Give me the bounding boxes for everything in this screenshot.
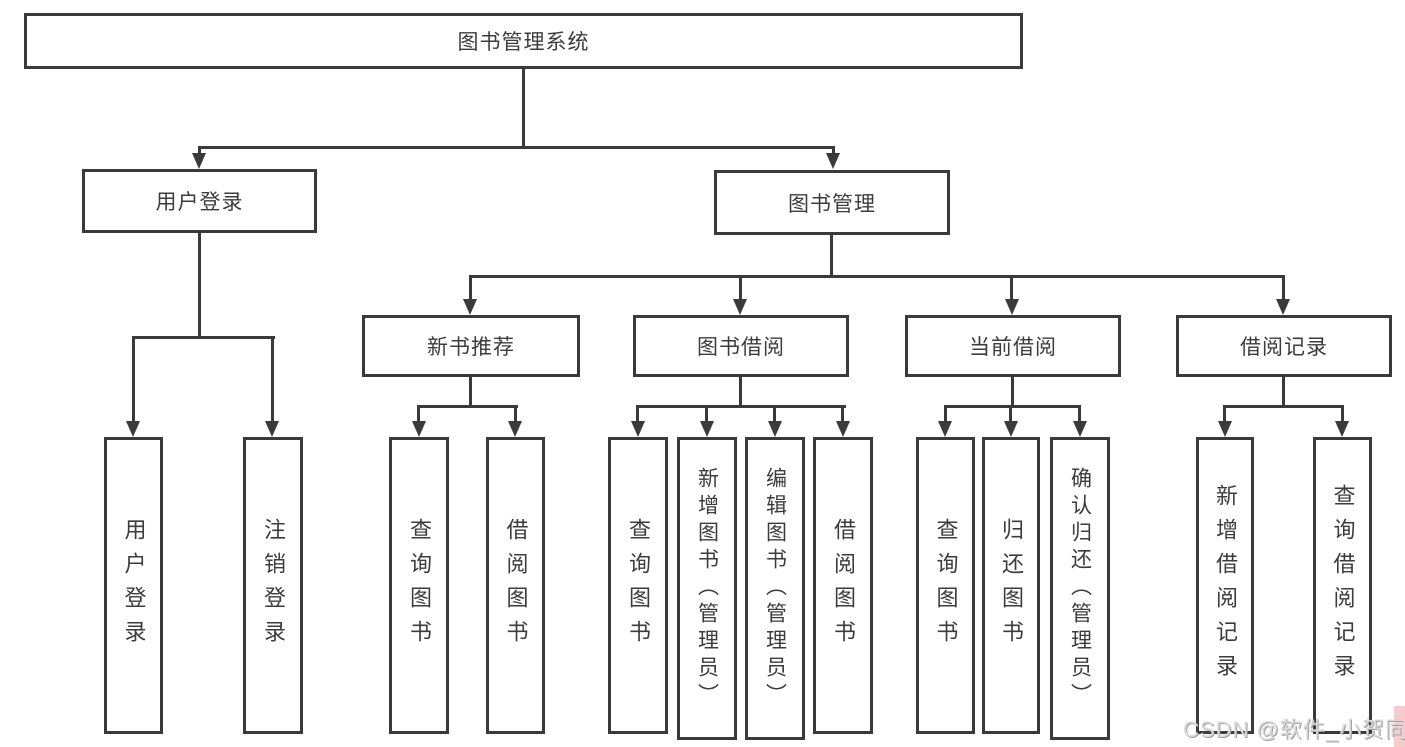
leaf-query-books-current-label: 查询图书 — [933, 517, 959, 654]
leaf-borrow-books: 借阅图书 — [813, 437, 873, 734]
leaf-logout: 注销登录 — [243, 437, 303, 734]
arrowhead-down-icon — [463, 299, 477, 315]
leaf-query-borrow-record-label: 查询借阅记录 — [1330, 483, 1356, 688]
connector-line — [417, 405, 518, 408]
leaf-add-borrow-record: 新增借阅记录 — [1196, 437, 1254, 734]
connector-line — [1078, 405, 1081, 423]
arrowhead-down-icon — [1004, 421, 1018, 437]
leaf-query-books-recommend-label: 查询图书 — [407, 517, 432, 654]
node-new-book-recommend: 新书推荐 — [362, 315, 580, 377]
arrowhead-down-icon — [1005, 299, 1019, 315]
leaf-edit-book-admin: 编辑图书（管理员） — [745, 437, 805, 740]
connector-line — [271, 336, 274, 424]
node-book-management: 图书管理 — [714, 170, 950, 235]
connector-line — [1011, 377, 1014, 405]
arrowhead-down-icon — [1276, 299, 1290, 315]
connector-line — [1009, 405, 1012, 423]
leaf-borrow-books-label: 借阅图书 — [831, 517, 856, 654]
arrowhead-down-icon — [1218, 421, 1232, 437]
connector-line — [132, 336, 135, 424]
leaf-user-login-label: 用户登录 — [121, 517, 147, 654]
leaf-query-books-current: 查询图书 — [916, 437, 975, 734]
node-root-label: 图书管理系统 — [457, 31, 590, 54]
arrowhead-down-icon — [192, 153, 206, 169]
arrowhead-down-icon — [631, 421, 645, 437]
arrowhead-down-icon — [768, 421, 782, 437]
node-book-management-label: 图书管理 — [788, 192, 876, 216]
node-user-login: 用户登录 — [82, 169, 317, 233]
node-new-book-recommend-label: 新书推荐 — [427, 336, 515, 359]
leaf-return-book: 归还图书 — [982, 437, 1040, 734]
leaf-return-book-label: 归还图书 — [999, 517, 1024, 654]
connector-line — [469, 275, 1284, 278]
connector-line — [469, 377, 472, 405]
connector-line — [636, 405, 639, 423]
node-book-borrow-label: 图书借阅 — [697, 336, 785, 359]
connector-line — [636, 405, 846, 408]
leaf-confirm-return-admin-label: 确认归还（管理员） — [1068, 467, 1092, 710]
node-user-login-label: 用户登录 — [155, 191, 244, 214]
node-borrow-records-label: 借阅记录 — [1240, 336, 1328, 359]
leaf-user-login: 用户登录 — [104, 437, 163, 734]
connector-line — [739, 275, 742, 299]
leaf-edit-book-admin-label: 编辑图书（管理员） — [763, 467, 787, 710]
connector-line — [198, 233, 201, 336]
leaf-borrow-books-recommend-label: 借阅图书 — [503, 517, 529, 654]
connector-line — [132, 336, 275, 339]
node-root: 图书管理系统 — [24, 13, 1023, 69]
arrowhead-down-icon — [126, 421, 140, 437]
connector-line — [417, 405, 420, 423]
connector-line — [944, 405, 947, 423]
arrowhead-down-icon — [733, 299, 747, 315]
arrowhead-down-icon — [1073, 421, 1087, 437]
arrowhead-down-icon — [826, 153, 840, 169]
connector-line — [705, 405, 708, 423]
leaf-confirm-return-admin: 确认归还（管理员） — [1050, 437, 1110, 740]
leaf-query-books-borrow: 查询图书 — [608, 437, 668, 734]
connector-line — [1010, 275, 1013, 299]
connector-line — [1341, 405, 1344, 423]
connector-line — [1223, 405, 1344, 408]
arrowhead-down-icon — [836, 421, 850, 437]
connector-line — [944, 405, 1081, 408]
connector-line — [522, 69, 525, 146]
connector-line — [1282, 275, 1285, 299]
leaf-add-borrow-record-label: 新增借阅记录 — [1213, 483, 1238, 688]
arrowhead-down-icon — [700, 421, 714, 437]
arrowhead-down-icon — [1335, 421, 1349, 437]
leaf-add-book-admin-label: 新增图书（管理员） — [695, 467, 719, 710]
arrowhead-down-icon — [508, 421, 522, 437]
connector-line — [830, 235, 833, 275]
connector-line — [773, 405, 776, 423]
arrowhead-down-icon — [938, 421, 952, 437]
arrowhead-down-icon — [265, 421, 279, 437]
connector-line — [841, 405, 844, 423]
connector-line — [514, 405, 517, 423]
connector-line — [1223, 405, 1226, 423]
connector-line — [198, 146, 835, 149]
node-current-borrow-label: 当前借阅 — [969, 336, 1057, 359]
leaf-query-books-borrow-label: 查询图书 — [626, 517, 651, 654]
node-current-borrow: 当前借阅 — [905, 315, 1121, 377]
watermark-highlight — [1394, 706, 1405, 747]
connector-line — [1282, 377, 1285, 405]
leaf-add-book-admin: 新增图书（管理员） — [677, 437, 737, 740]
node-borrow-records: 借阅记录 — [1176, 315, 1392, 377]
watermark: CSDN @软件_小贺同学 — [1183, 717, 1405, 742]
leaf-borrow-books-recommend: 借阅图书 — [486, 437, 545, 734]
leaf-logout-label: 注销登录 — [261, 517, 286, 654]
leaf-query-borrow-record: 查询借阅记录 — [1313, 437, 1372, 734]
arrowhead-down-icon — [412, 421, 426, 437]
leaf-query-books-recommend: 查询图书 — [389, 437, 449, 734]
node-book-borrow: 图书借阅 — [633, 315, 849, 377]
connector-line — [739, 377, 742, 405]
connector-line — [469, 275, 472, 299]
